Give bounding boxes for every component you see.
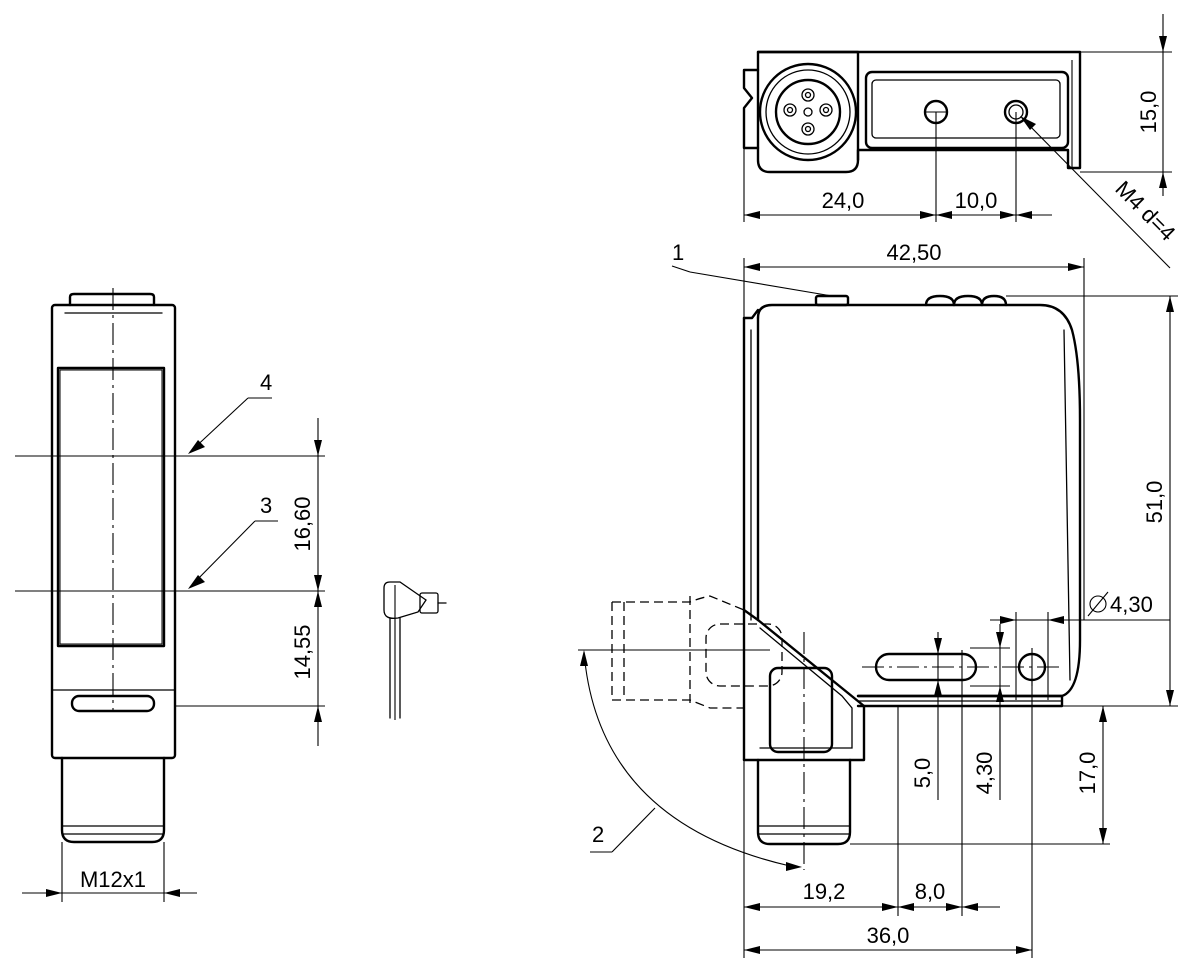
- dim-5-0: 5,0: [910, 758, 935, 789]
- top-buttons: [924, 294, 1008, 307]
- front-lens-window: [56, 366, 166, 648]
- diameter-symbol: [1087, 591, 1109, 617]
- dim-24-0: 24,0: [822, 188, 865, 213]
- side-view: 42,50: [578, 240, 1178, 958]
- dim-17-0: 17,0: [1075, 752, 1100, 795]
- callout-2: 2: [592, 822, 604, 847]
- callout-1: 1: [672, 240, 684, 265]
- dim-51-0: 51,0: [1142, 481, 1167, 524]
- callout-3: 3: [260, 493, 272, 518]
- dim-16-60: 16,60: [290, 496, 315, 551]
- dim-8-0: 8,0: [915, 879, 946, 904]
- dim-m12x1: M12x1: [80, 867, 146, 892]
- top-view: 24,0 10,0 15,0 M4 d=4: [742, 14, 1180, 269]
- thread-label: M4 d=4: [1110, 176, 1180, 246]
- dim-10-0: 10,0: [955, 188, 998, 213]
- rotated-connector-dashed: [611, 595, 783, 709]
- m12-connector-face: [758, 62, 858, 162]
- front-view: 16,60 14,55 4 3 M12x1: [15, 288, 325, 902]
- dim-diameter-4-30: 4,30: [1110, 592, 1153, 617]
- dim-42-50: 42,50: [886, 240, 941, 265]
- dim-19-2: 19,2: [803, 879, 846, 904]
- dim-36-0: 36,0: [867, 923, 910, 948]
- dim-4-30: 4,30: [972, 752, 997, 795]
- led-indicator: [814, 294, 850, 307]
- callout-4: 4: [260, 370, 272, 395]
- dim-15-0: 15,0: [1136, 91, 1161, 134]
- angled-cable-icon: [383, 581, 447, 720]
- dim-14-55: 14,55: [290, 624, 315, 679]
- bracket-slot: [768, 666, 834, 754]
